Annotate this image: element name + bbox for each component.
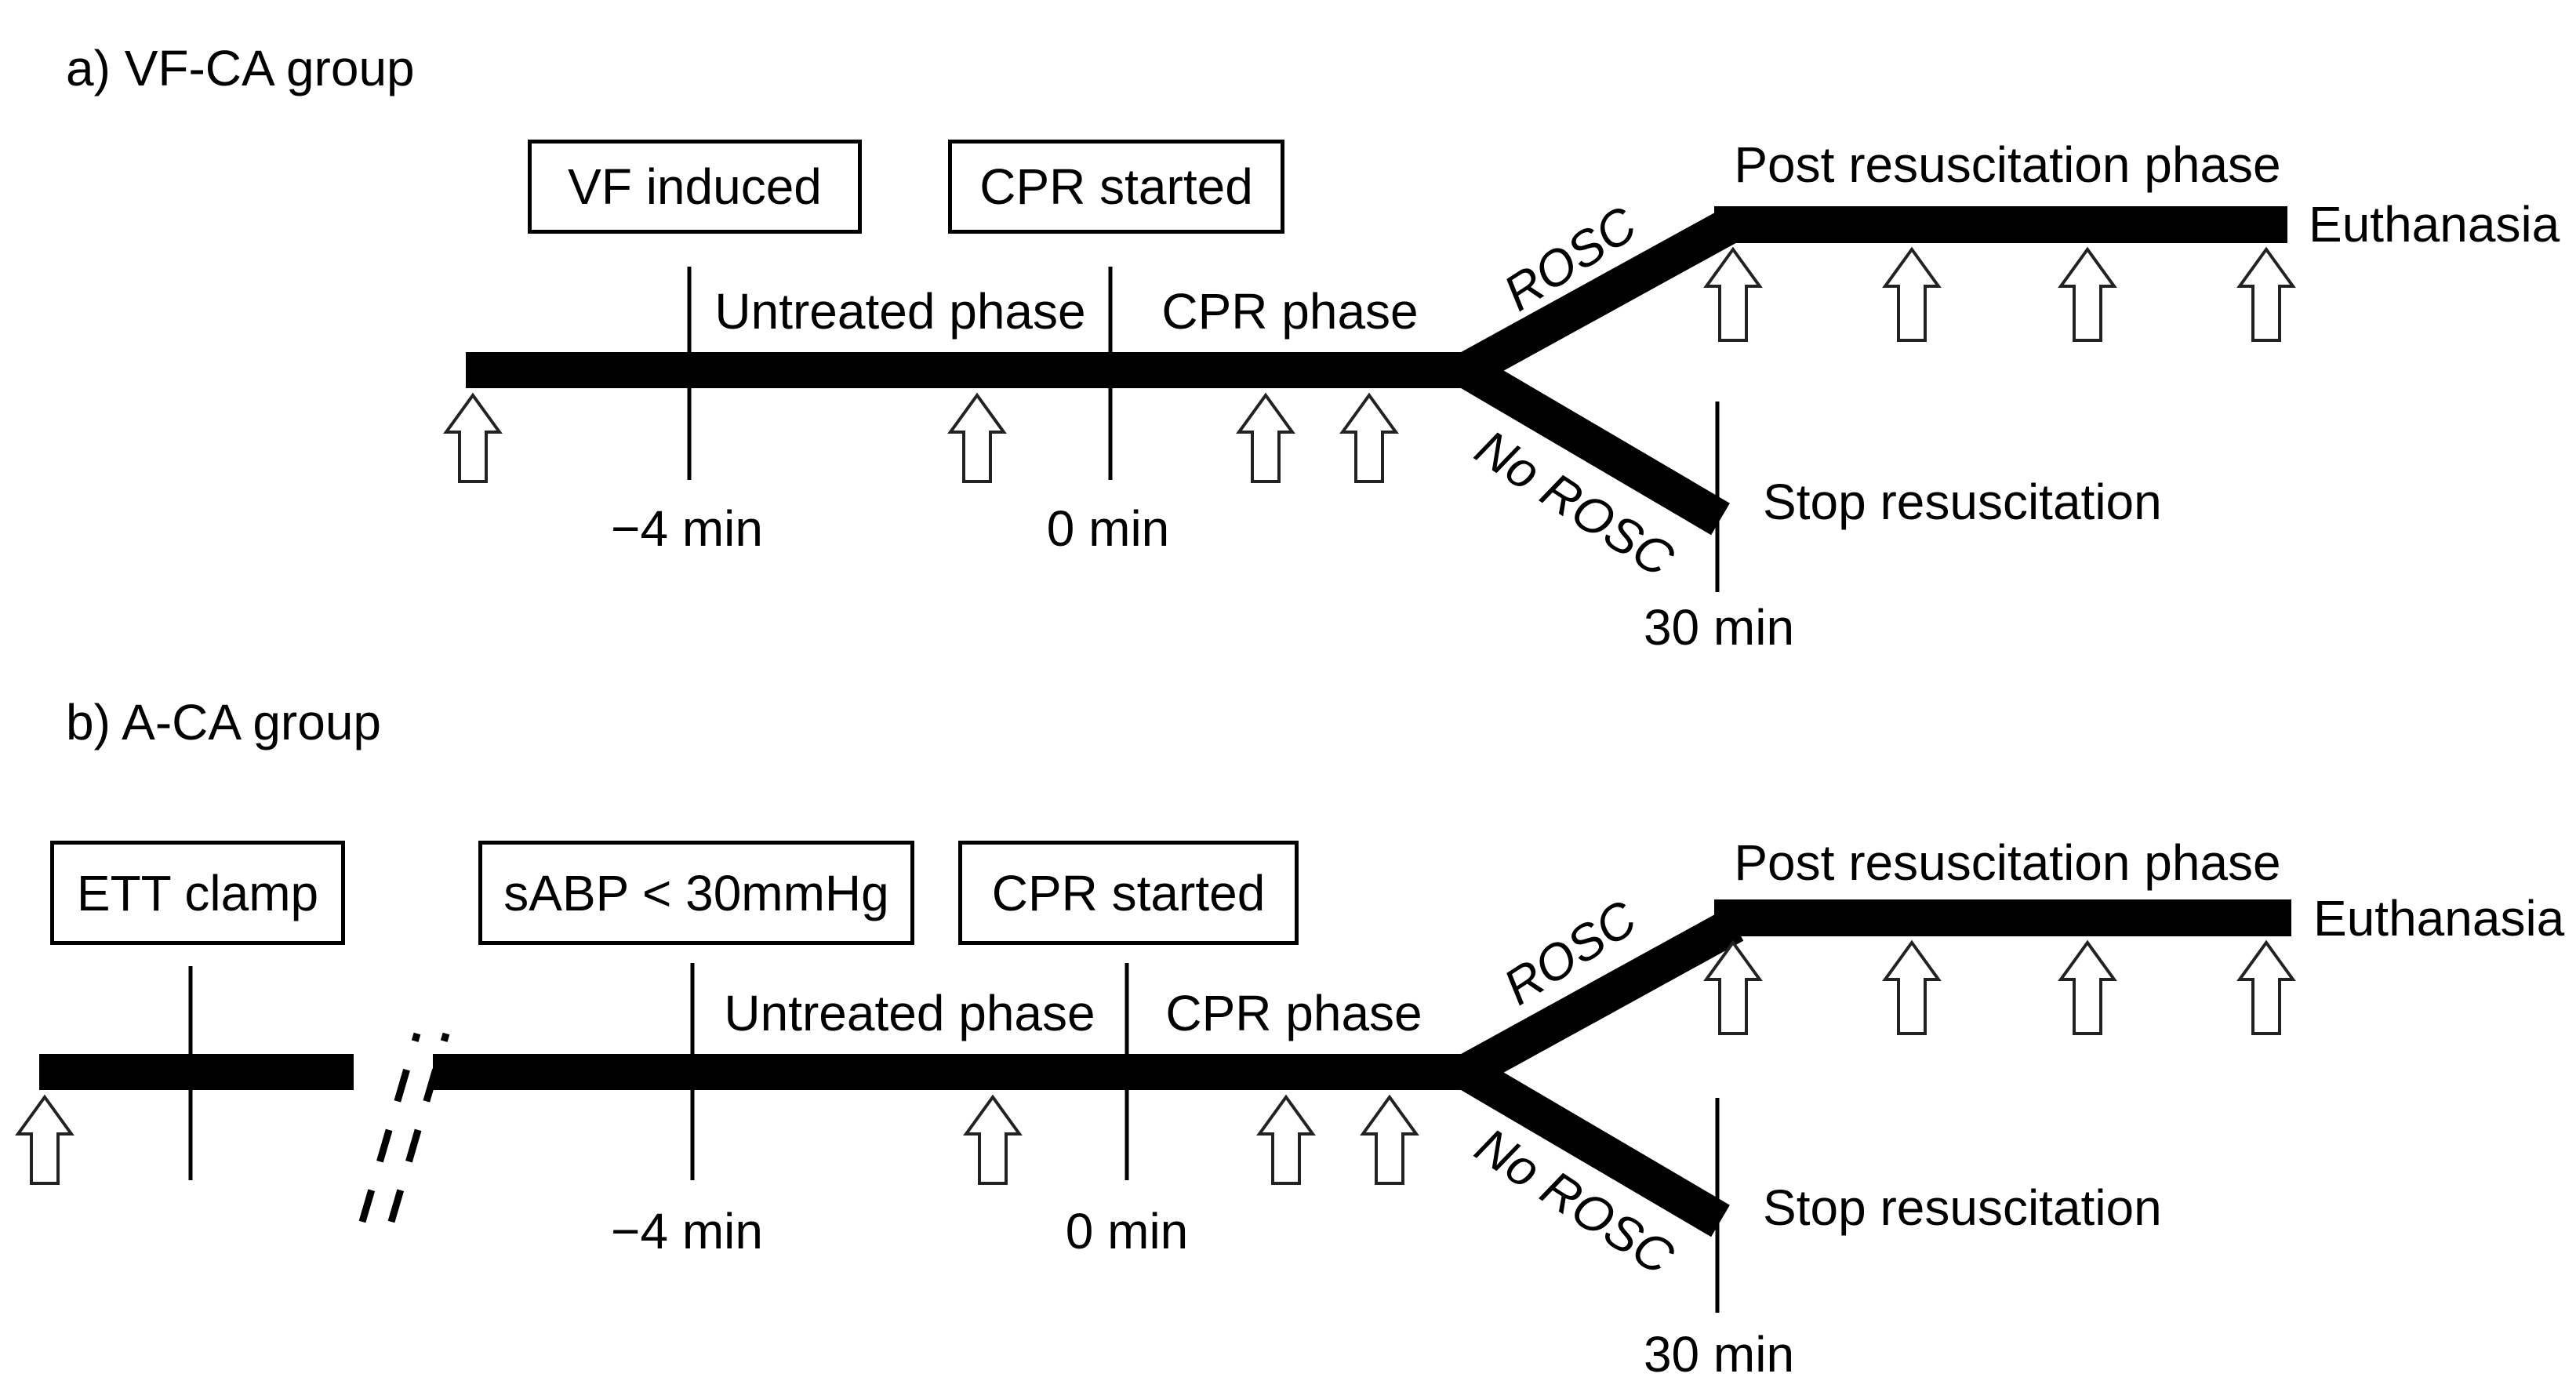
panel-b-title: b) A-CA group bbox=[66, 694, 381, 750]
timeline-break-mark-2 bbox=[387, 1032, 450, 1223]
untreated-phase-label-b: Untreated phase bbox=[724, 984, 1095, 1041]
minus4-min-label-b: −4 min bbox=[611, 1202, 763, 1259]
timepoint-up-arrow-icon bbox=[1703, 939, 1763, 1035]
post-resuscitation-phase-label-a: Post resuscitation phase bbox=[1734, 136, 2281, 193]
sabp-label: sABP < 30mmHg bbox=[503, 864, 889, 921]
euthanasia-label-a: Euthanasia bbox=[2309, 195, 2560, 253]
cpr-phase-label-b: CPR phase bbox=[1165, 984, 1422, 1041]
cpr-started-label-a: CPR started bbox=[979, 158, 1253, 215]
cpr-started-box-b: CPR started bbox=[958, 841, 1299, 945]
stop-resuscitation-label-a: Stop resuscitation bbox=[1763, 473, 2162, 530]
untreated-phase-label-a: Untreated phase bbox=[714, 282, 1086, 340]
post-resuscitation-bar-a bbox=[1714, 206, 2287, 243]
no-rosc-branch-line-a bbox=[1459, 354, 1730, 536]
pre-timeline-bar-b bbox=[39, 1054, 354, 1090]
vf-induced-label: VF induced bbox=[568, 158, 822, 215]
timepoint-up-arrow-icon bbox=[1703, 246, 1763, 342]
main-timeline-bar-a bbox=[466, 352, 1477, 388]
sabp-box: sABP < 30mmHg bbox=[478, 841, 914, 945]
rosc-branch-line-b bbox=[1459, 908, 1744, 1088]
timepoint-up-arrow-icon bbox=[1256, 1094, 1316, 1185]
minus4-min-label-a: −4 min bbox=[611, 500, 763, 557]
timepoint-up-arrow-icon bbox=[443, 392, 503, 483]
cpr-started-box-a: CPR started bbox=[948, 140, 1284, 234]
timeline-break-mark-1 bbox=[358, 1032, 421, 1223]
thirty-min-label-a: 30 min bbox=[1643, 598, 1795, 656]
stop-resuscitation-label-b: Stop resuscitation bbox=[1763, 1179, 2162, 1236]
timepoint-up-arrow-icon bbox=[2058, 939, 2117, 1035]
rosc-branch-line-a bbox=[1459, 206, 1744, 386]
cpr-phase-label-a: CPR phase bbox=[1161, 282, 1419, 340]
thirty-min-label-b: 30 min bbox=[1643, 1325, 1795, 1383]
timepoint-up-arrow-icon bbox=[2236, 939, 2296, 1035]
timepoint-up-arrow-icon bbox=[2236, 246, 2296, 342]
timepoint-up-arrow-icon bbox=[1339, 392, 1399, 483]
zero-min-label-a: 0 min bbox=[1046, 500, 1170, 557]
timepoint-up-arrow-icon bbox=[947, 392, 1007, 483]
post-resuscitation-bar-b bbox=[1714, 899, 2291, 936]
timepoint-up-arrow-icon bbox=[1236, 392, 1295, 483]
cpr-started-label-b: CPR started bbox=[991, 864, 1266, 921]
ett-clamp-label: ETT clamp bbox=[76, 864, 319, 921]
ett-clamp-box: ETT clamp bbox=[50, 841, 345, 945]
timepoint-up-arrow-icon bbox=[2058, 246, 2117, 342]
vf-induced-box: VF induced bbox=[528, 140, 862, 234]
main-timeline-bar-b bbox=[433, 1054, 1477, 1090]
timepoint-up-arrow-icon bbox=[1882, 939, 1942, 1035]
timepoint-up-arrow-icon bbox=[963, 1094, 1023, 1185]
zero-min-label-b: 0 min bbox=[1065, 1202, 1189, 1259]
timepoint-up-arrow-icon bbox=[1360, 1094, 1419, 1185]
no-rosc-branch-line-b bbox=[1459, 1056, 1730, 1237]
panel-a-title: a) VF-CA group bbox=[66, 40, 415, 96]
timepoint-up-arrow-icon bbox=[1882, 246, 1942, 342]
timepoint-up-arrow-icon bbox=[15, 1094, 74, 1185]
post-resuscitation-phase-label-b: Post resuscitation phase bbox=[1734, 834, 2281, 891]
euthanasia-label-b: Euthanasia bbox=[2313, 889, 2565, 947]
